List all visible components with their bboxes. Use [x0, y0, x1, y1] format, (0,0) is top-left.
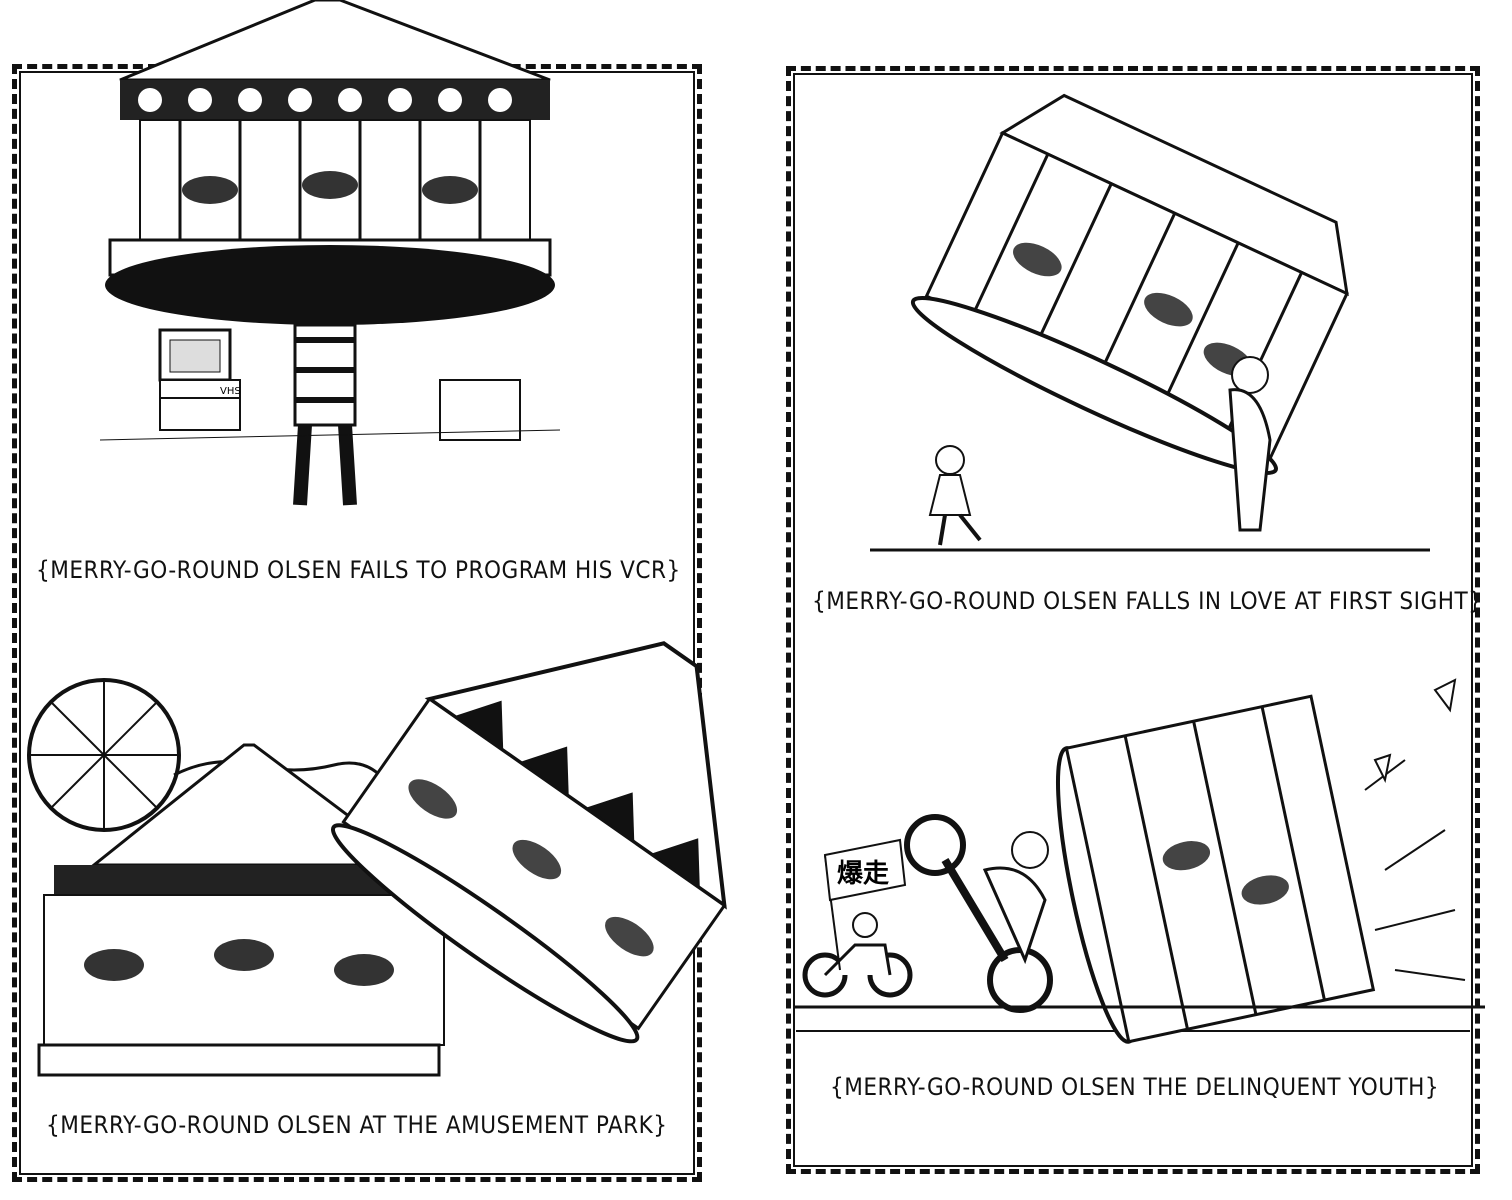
vcr-label: VHS	[220, 386, 241, 397]
caption-vcr: {Merry-Go-Round Olsen fails to program h…	[36, 556, 681, 584]
caption-amusement-park: {Merry-Go-Round Olsen at the amusement p…	[46, 1111, 668, 1139]
tilted-carousel-illustration	[870, 93, 1430, 552]
caption-love-first-sight: {Merry-Go-Round Olsen falls in love at f…	[812, 587, 1483, 615]
carousel-overhead-illustration: VHS	[99, 0, 561, 506]
right-comic-panel	[786, 66, 1480, 1174]
caption-delinquent-youth: {Merry-Go-Round Olsen the delinquent you…	[830, 1073, 1440, 1101]
flag-kanji: 爆走	[837, 859, 889, 889]
delinquent-motorcycle-illustration: 爆走	[795, 678, 1485, 1044]
amusement-park-illustration	[27, 641, 727, 1077]
